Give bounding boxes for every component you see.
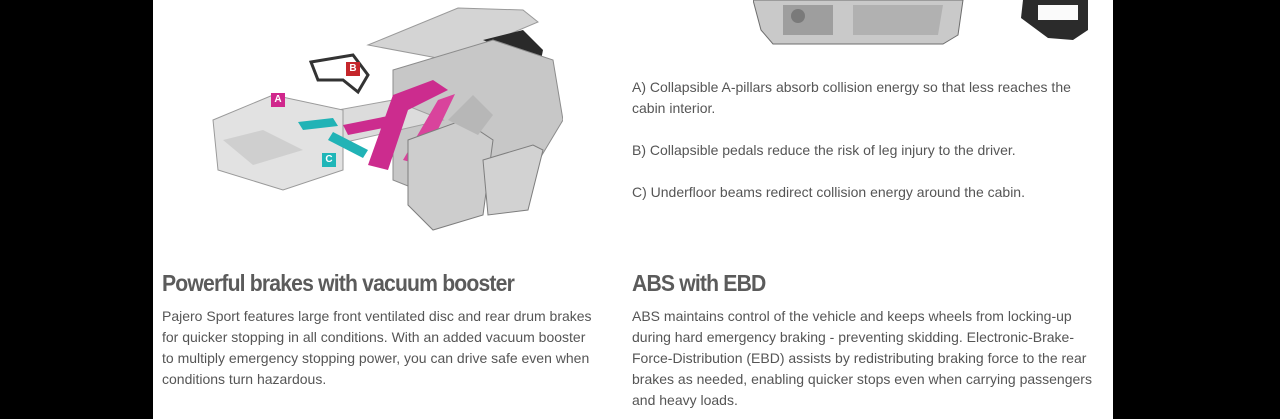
abs-section-text: ABS maintains control of the vehicle and… — [632, 308, 1092, 408]
marker-a-label: A — [271, 93, 285, 107]
list-item: C) Underfloor beams redirect collision e… — [632, 184, 1025, 200]
collapsible-points-list: A) Collapsible A-pillars absorb collisio… — [632, 77, 1102, 224]
content-page: A B C A) Collapsible A-pillars absorb co… — [153, 0, 1113, 419]
list-item: B) Collapsible pedals reduce the risk of… — [632, 142, 1016, 158]
car-body-illustration — [212, 7, 563, 231]
abs-section-title: ABS with EBD — [632, 270, 766, 296]
marker-c-label: C — [322, 153, 336, 167]
door-panel-illustration — [753, 0, 1088, 45]
brakes-section-title: Powerful brakes with vacuum booster — [162, 270, 515, 296]
list-item: A) Collapsible A-pillars absorb collisio… — [632, 79, 1071, 116]
marker-b-label: B — [346, 62, 360, 76]
brakes-section-text: Pajero Sport features large front ventil… — [162, 308, 592, 387]
